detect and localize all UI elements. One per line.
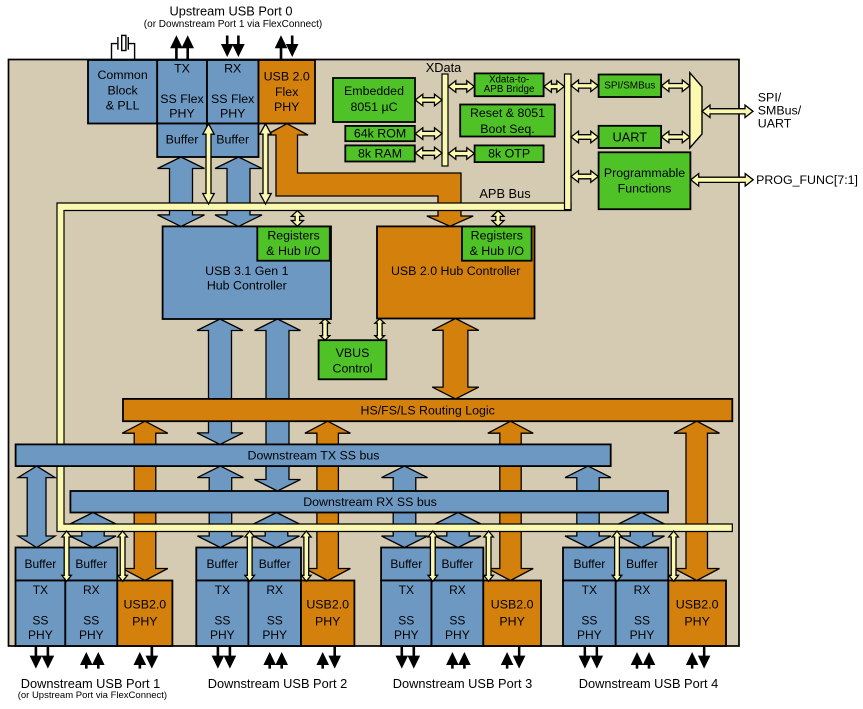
svg-text:USB2.0: USB2.0 — [676, 598, 719, 612]
svg-text:PHY: PHY — [577, 628, 602, 642]
svg-text:SS: SS — [449, 614, 465, 628]
svg-text:(or Upstream Port via FlexConn: (or Upstream Port via FlexConnect) — [18, 690, 167, 701]
svg-text:PHY: PHY — [445, 628, 470, 642]
svg-text:UART: UART — [758, 116, 792, 130]
svg-text:Control: Control — [333, 362, 373, 376]
svg-text:TX: TX — [215, 583, 230, 597]
svg-text:SPI/: SPI/ — [758, 90, 782, 104]
svg-text:Buffer: Buffer — [259, 557, 291, 571]
svg-text:SS: SS — [83, 614, 99, 628]
svg-text:APB Bridge: APB Bridge — [484, 84, 535, 95]
svg-text:SPI/SMBus: SPI/SMBus — [604, 80, 655, 91]
svg-text:RX: RX — [634, 583, 651, 597]
svg-text:8k RAM: 8k RAM — [358, 146, 402, 160]
svg-text:Programmable: Programmable — [604, 166, 685, 180]
svg-text:Downstream USB Port 3: Downstream USB Port 3 — [393, 676, 532, 691]
svg-text:8k OTP: 8k OTP — [488, 147, 530, 161]
svg-text:PHY: PHY — [499, 615, 524, 629]
svg-text:Buffer: Buffer — [216, 133, 249, 147]
svg-text:VBUS: VBUS — [336, 346, 370, 360]
svg-text:PHY: PHY — [132, 615, 157, 629]
svg-text:8051 µC: 8051 µC — [350, 100, 397, 114]
svg-text:APB Bus: APB Bus — [479, 186, 530, 201]
svg-text:Downstream USB Port 1: Downstream USB Port 1 — [21, 676, 160, 691]
svg-text:SS Flex: SS Flex — [160, 92, 204, 106]
svg-text:& Hub I/O: & Hub I/O — [470, 244, 525, 258]
svg-text:SS: SS — [32, 614, 48, 628]
svg-text:PHY: PHY — [630, 628, 655, 642]
svg-text:Buffer: Buffer — [206, 557, 238, 571]
svg-text:PHY: PHY — [394, 628, 419, 642]
svg-text:Downstream USB Port 4: Downstream USB Port 4 — [579, 676, 718, 691]
svg-text:64k ROM: 64k ROM — [354, 127, 406, 141]
svg-text:RX: RX — [449, 583, 466, 597]
svg-text:Reset & 8051: Reset & 8051 — [470, 106, 545, 120]
svg-text:PHY: PHY — [315, 615, 340, 629]
svg-text:Common: Common — [97, 68, 147, 82]
svg-text:PHY: PHY — [210, 628, 235, 642]
svg-text:SS: SS — [581, 614, 597, 628]
svg-text:Buffer: Buffer — [24, 557, 56, 571]
svg-text:USB 2.0 Hub Controller: USB 2.0 Hub Controller — [391, 264, 520, 278]
svg-text:SS: SS — [267, 614, 283, 628]
svg-text:Block: Block — [107, 84, 138, 98]
svg-text:SMBus/: SMBus/ — [758, 103, 802, 117]
svg-text:USB 3.1 Gen 1: USB 3.1 Gen 1 — [205, 264, 288, 278]
svg-text:PHY: PHY — [274, 100, 299, 114]
svg-text:HS/FS/LS Routing Logic: HS/FS/LS Routing Logic — [361, 403, 495, 417]
svg-text:TX: TX — [174, 61, 190, 75]
svg-text:Registers: Registers — [471, 228, 523, 242]
svg-text:Functions: Functions — [618, 182, 672, 196]
svg-text:Embedded: Embedded — [344, 84, 404, 98]
svg-text:PHY: PHY — [169, 106, 194, 120]
svg-text:TX: TX — [582, 583, 597, 597]
svg-text:Buffer: Buffer — [626, 557, 658, 571]
svg-text:Hub Controller: Hub Controller — [207, 279, 287, 293]
svg-text:PROG_FUNC[7:1]: PROG_FUNC[7:1] — [756, 173, 858, 187]
svg-text:USB 2.0: USB 2.0 — [264, 70, 310, 84]
svg-text:USB2.0: USB2.0 — [306, 598, 349, 612]
svg-text:& Hub I/O: & Hub I/O — [266, 244, 321, 258]
svg-text:Downstream TX SS bus: Downstream TX SS bus — [248, 449, 380, 463]
svg-text:Upstream USB Port 0: Upstream USB Port 0 — [169, 4, 292, 19]
svg-text:Buffer: Buffer — [75, 557, 107, 571]
svg-text:RX: RX — [266, 583, 283, 597]
svg-text:Buffer: Buffer — [441, 557, 473, 571]
svg-text:SS: SS — [634, 614, 650, 628]
svg-text:PHY: PHY — [262, 628, 287, 642]
svg-text:SS Flex: SS Flex — [211, 92, 255, 106]
svg-text:PHY: PHY — [684, 615, 709, 629]
svg-text:UART: UART — [612, 130, 647, 145]
svg-text:Downstream USB Port 2: Downstream USB Port 2 — [208, 676, 347, 691]
svg-text:RX: RX — [224, 61, 241, 75]
svg-text:USB2.0: USB2.0 — [491, 598, 534, 612]
svg-text:Flex: Flex — [275, 85, 299, 99]
svg-text:SS: SS — [214, 614, 230, 628]
svg-text:Boot Seq.: Boot Seq. — [480, 122, 534, 136]
svg-text:PHY: PHY — [28, 628, 53, 642]
svg-text:(or Downstream Port 1 via Flex: (or Downstream Port 1 via FlexConnect) — [144, 19, 322, 30]
svg-text:Buffer: Buffer — [390, 557, 422, 571]
svg-text:& PLL: & PLL — [106, 99, 140, 113]
svg-text:Buffer: Buffer — [573, 557, 605, 571]
svg-text:USB2.0: USB2.0 — [123, 598, 166, 612]
svg-text:RX: RX — [83, 583, 100, 597]
svg-text:XData: XData — [426, 60, 462, 75]
svg-text:PHY: PHY — [79, 628, 104, 642]
svg-text:TX: TX — [33, 583, 48, 597]
svg-text:Xdata-to-: Xdata-to- — [489, 75, 529, 86]
svg-text:Buffer: Buffer — [166, 133, 199, 147]
svg-text:Downstream RX SS bus: Downstream RX SS bus — [303, 495, 437, 509]
svg-text:PHY: PHY — [220, 106, 245, 120]
svg-text:TX: TX — [399, 583, 414, 597]
svg-text:SS: SS — [398, 614, 414, 628]
svg-text:Registers: Registers — [267, 228, 319, 242]
